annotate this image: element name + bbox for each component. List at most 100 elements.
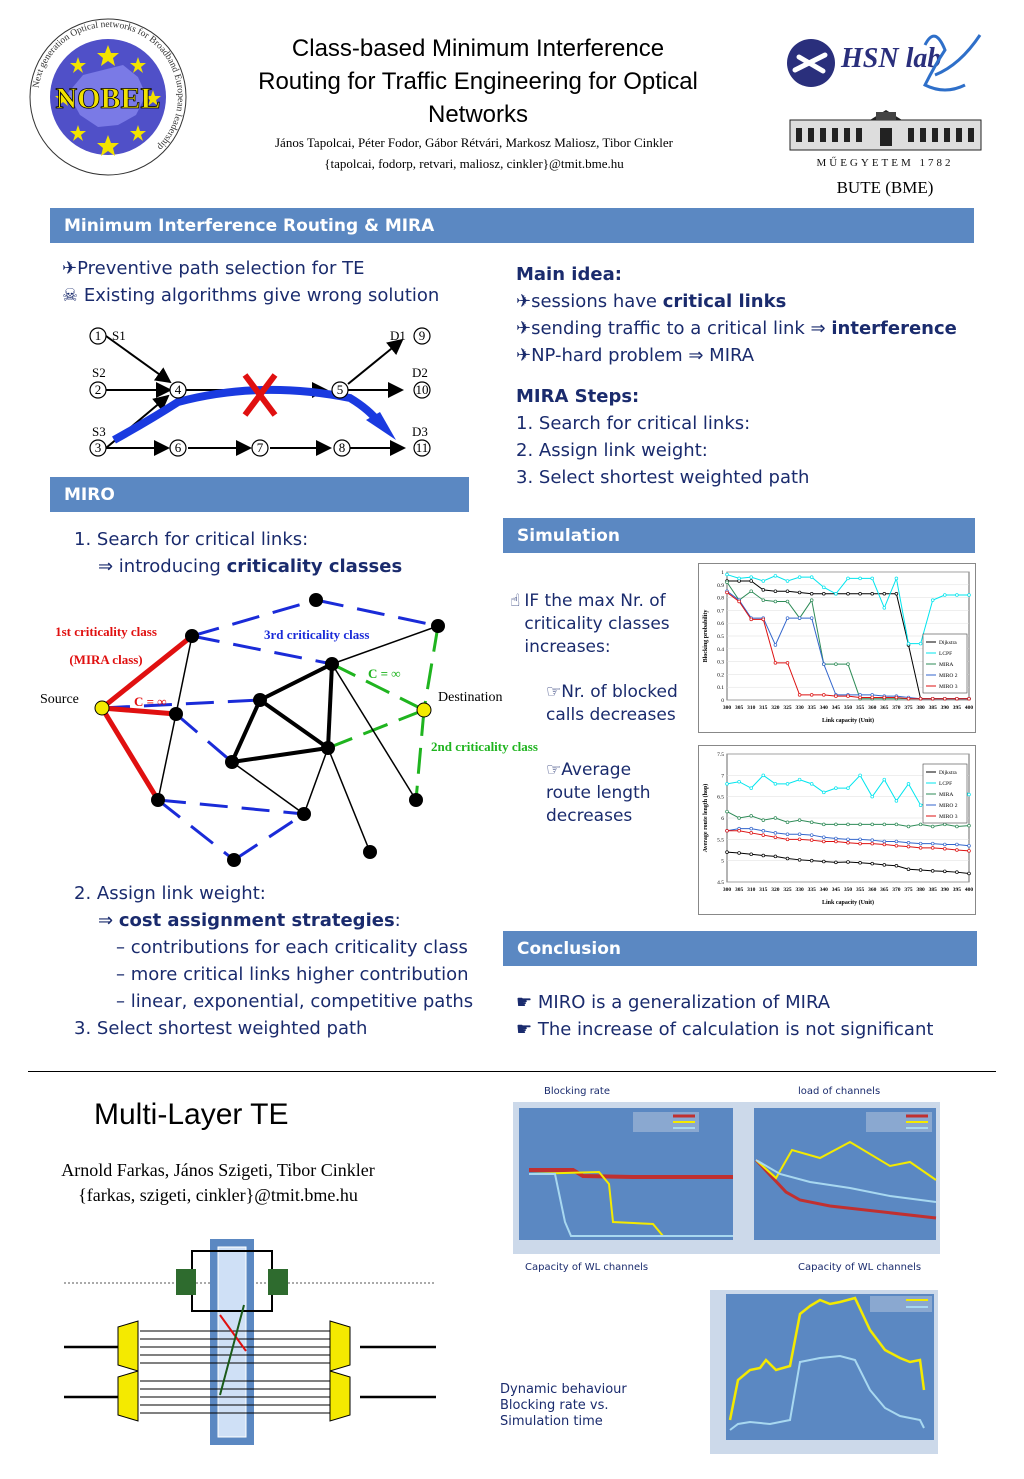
load-title: load of channels <box>798 1086 881 1097</box>
data-point <box>785 616 790 620</box>
data-point <box>725 829 729 833</box>
x-tick-label: 325 <box>783 705 792 711</box>
data-point <box>737 816 741 820</box>
data-point <box>834 836 838 841</box>
destination-label: Destination <box>438 690 503 705</box>
blocking-rate-title: Blocking rate <box>544 1086 611 1097</box>
list-item: 2. Assign link weight: <box>516 440 708 461</box>
data-point <box>858 592 862 596</box>
data-point <box>761 773 766 778</box>
data-point <box>773 831 778 835</box>
data-point <box>761 853 766 858</box>
x-tick-label: 375 <box>904 705 913 711</box>
data-point <box>918 868 923 872</box>
y-tick-label: 7.5 <box>717 752 724 758</box>
data-point <box>822 662 826 666</box>
data-point <box>870 822 874 827</box>
destination-label: D1 <box>390 328 406 343</box>
x-tick-label: 340 <box>820 705 829 711</box>
data-point <box>785 820 790 825</box>
data-point <box>870 592 874 596</box>
skull-icon: ☠ <box>62 285 84 306</box>
data-point <box>955 824 959 829</box>
data-point <box>749 852 753 857</box>
legend-label: Dijkstra <box>939 770 957 776</box>
multilayer-node-diagram <box>60 1235 440 1455</box>
data-point <box>761 588 766 592</box>
hsn-lab-logo: HSN lab <box>785 25 985 115</box>
data-point <box>943 842 947 847</box>
data-point <box>773 661 778 665</box>
node-label: 1 <box>95 328 102 343</box>
node-label: 7 <box>257 440 264 455</box>
data-point <box>834 839 838 844</box>
y-axis-label: Average route length (hop) <box>702 784 709 853</box>
data-point <box>749 579 753 583</box>
data-point <box>894 695 899 700</box>
airplane-icon: ✈ <box>516 345 532 366</box>
x-tick-label: 305 <box>735 705 744 711</box>
data-point <box>858 773 862 778</box>
legend-label: MIRO 2 <box>939 673 958 679</box>
y-tick-label: 0.4 <box>717 647 724 653</box>
node-label: 9 <box>419 328 426 343</box>
affiliation: BUTE (BME) <box>836 178 934 197</box>
data-point <box>761 617 766 622</box>
x-tick-label: 400 <box>965 887 974 893</box>
data-point <box>725 572 729 577</box>
source-label: Source <box>40 692 79 707</box>
y-tick-label: 0.7 <box>717 608 724 614</box>
mira-steps-title: MIRA Steps: <box>516 386 640 407</box>
x-tick-label: 365 <box>880 705 889 711</box>
node-label: 6 <box>175 440 182 455</box>
x-tick-label: 305 <box>735 887 744 893</box>
y-tick-label: 7 <box>721 773 724 779</box>
x-tick-label: 300 <box>723 887 732 893</box>
section-title: Minimum Interference Routing & MIRA <box>64 215 435 236</box>
airplane-icon: ✈ <box>516 291 532 312</box>
data-point <box>906 824 911 829</box>
x-tick-label: 350 <box>844 887 853 893</box>
list-item: ☛ MIRO is a generalization of MIRA <box>516 992 831 1013</box>
criticality-classes-diagram: 1st criticality class (MIRA class) C = ∞… <box>36 586 538 872</box>
data-point <box>918 696 923 701</box>
hand-icon: ☛ <box>516 992 538 1013</box>
data-point <box>797 590 802 595</box>
main-idea-title: Main idea: <box>516 264 622 285</box>
data-point <box>894 822 899 827</box>
x-tick-label: 310 <box>747 705 756 711</box>
data-point <box>870 695 874 700</box>
node-label: 5 <box>337 382 344 397</box>
data-point <box>834 822 838 827</box>
data-point <box>749 831 753 835</box>
data-point <box>822 835 826 839</box>
data-point <box>725 809 729 814</box>
x-tick-label: 345 <box>832 705 841 711</box>
svg-text:MŰEGYETEM 1782: MŰEGYETEM 1782 <box>816 157 953 169</box>
data-point <box>846 840 850 845</box>
section-bar-conclusion: Conclusion <box>503 931 977 966</box>
section-title: MIRO <box>64 484 115 505</box>
data-point <box>870 841 874 846</box>
data-point <box>906 782 911 786</box>
data-point <box>870 838 874 842</box>
data-point <box>967 696 971 701</box>
data-point <box>773 854 778 859</box>
data-point <box>761 818 766 822</box>
data-point <box>906 641 911 646</box>
data-point <box>882 777 887 782</box>
mira-network-diagram: 1 2 3 4 5 6 7 8 9 10 11 S1 S2 S3 D1 D2 D… <box>80 320 460 470</box>
data-point <box>943 822 947 827</box>
x-tick-label: 370 <box>892 705 901 711</box>
class1-label: 1st criticality class <box>55 624 157 639</box>
data-point <box>955 696 959 701</box>
data-point <box>797 616 802 620</box>
node-label: 3 <box>95 440 102 455</box>
main-idea: Main idea: ✈sessions have critical links… <box>516 261 1016 491</box>
data-point <box>882 839 887 844</box>
data-point <box>882 695 887 700</box>
data-point <box>943 696 947 701</box>
destination-label: D3 <box>412 424 428 439</box>
section-bar-simulation: Simulation <box>503 518 975 553</box>
